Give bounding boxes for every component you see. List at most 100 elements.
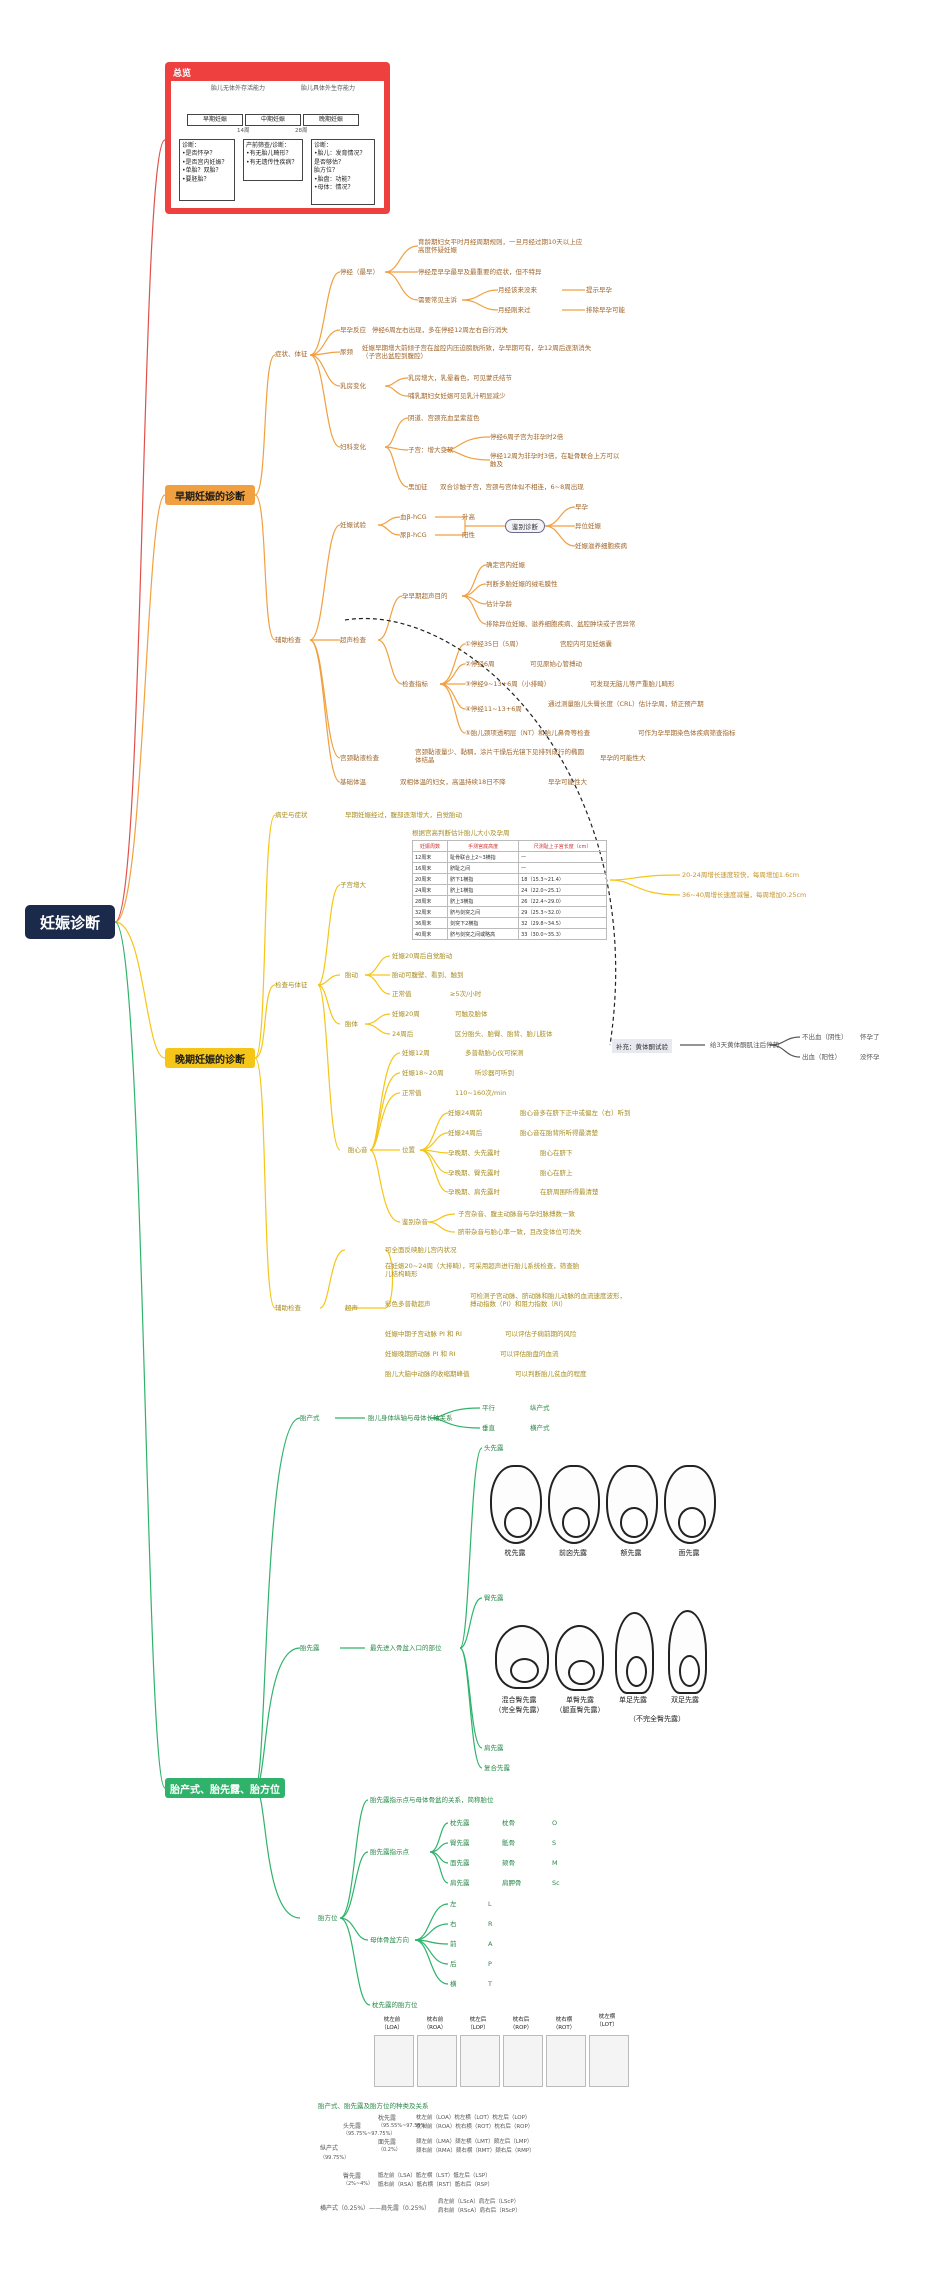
node-doppler-r1[interactable]: 可以评估子痫前期的风险 [505,1330,577,1338]
node-loc-r2[interactable]: 胎心音在胎背所听得最清楚 [520,1129,598,1137]
node-uterus-1[interactable]: 停经6周子宫为非孕时2倍 [490,433,564,441]
node-loc-r4[interactable]: 胎心在脐上 [540,1169,573,1177]
node-fhr-2[interactable]: 妊娠18~20周 [402,1069,444,1077]
node-noise-1[interactable]: 子宫杂音、腹主动脉音与孕妇脉搏数一致 [458,1210,575,1218]
node-us-l-5[interactable]: 妊娠晚期脐动脉 PI 和 RI [385,1350,456,1358]
node-presentation[interactable]: 胎先露 [300,1644,320,1652]
node-body-1[interactable]: 妊娠20周 [392,1010,420,1018]
node-fetal-lie[interactable]: 胎产式 [300,1414,320,1422]
node-noise-2[interactable]: 脐带杂音与胎心率一致，且改变体位可消失 [458,1228,582,1236]
node-code-4[interactable]: Sc [552,1879,560,1887]
node-history-desc[interactable]: 早期妊娠经过，腹部逐渐增大，自觉胎动 [345,811,462,819]
node-fetal-position[interactable]: 胎方位 [318,1914,338,1922]
node-body-2[interactable]: 24周后 [392,1030,414,1038]
node-hcg-up[interactable]: 升高 [462,513,475,521]
node-code-3[interactable]: M [552,1859,558,1867]
node-gyn-3[interactable]: 黑加征 [408,483,428,491]
node-diff-2[interactable]: 异位妊娠 [575,522,601,530]
node-us-p-2[interactable]: 判断多胎妊娠的绒毛膜性 [486,580,558,588]
node-breech[interactable]: 臀先露 [484,1594,504,1602]
branch-early-diagnosis[interactable]: 早期妊娠的诊断 [165,485,255,505]
node-loc-5[interactable]: 孕晚期、肩先露时 [448,1188,500,1196]
node-code-1[interactable]: O [552,1819,558,1827]
node-body-res-1[interactable]: 可触及胎体 [455,1010,488,1018]
node-pelvis[interactable]: 母体骨盆方向 [370,1936,409,1944]
node-us-r-1[interactable]: 宫腔内可见妊娠囊 [560,640,612,648]
branch-fetal-position[interactable]: 胎产式、胎先露、胎方位 [165,1778,285,1798]
node-bone-2[interactable]: 骶骨 [502,1839,515,1847]
node-us-l-3[interactable]: 彩色多普勒超声 [385,1300,431,1308]
node-loc-4[interactable]: 孕晚期、臀先露时 [448,1169,500,1177]
node-pelvis-5[interactable]: 横 [450,1980,457,1988]
node-us-s-2[interactable]: ②停经6周 [465,660,495,668]
node-urine[interactable]: 尿频 [340,348,353,356]
node-point-3[interactable]: 面先露 [450,1859,470,1867]
node-hcg-pos[interactable]: 阳性 [462,531,475,539]
node-us-p-3[interactable]: 估计孕龄 [486,600,512,608]
node-fhr-1[interactable]: 妊娠12周 [402,1049,430,1057]
node-doppler-r2[interactable]: 可以评估胎盘的血流 [500,1350,559,1358]
node-fhr-4[interactable]: 位置 [402,1146,415,1154]
node-doppler-r3[interactable]: 可以判断胎儿贫血的程度 [515,1370,587,1378]
node-lie-res-1[interactable]: 纵产式 [530,1404,550,1412]
summary-panel[interactable]: 总览 胎儿无体外存活能力 胎儿具体外生存能力 早期妊娠 中期妊娠 晚期妊娠 14… [165,62,390,214]
node-fhr-5[interactable]: 鉴别杂音 [402,1218,428,1226]
node-diff-1[interactable]: 早孕 [575,503,588,511]
node-urine-hcg[interactable]: 尿β-hCG [400,531,427,539]
node-bbt-res[interactable]: 早孕可能性大 [548,778,587,786]
node-loc-2[interactable]: 妊娠24周后 [448,1129,483,1137]
node-us-r-3[interactable]: 可发现无脑儿等严重胎儿畸形 [590,680,675,688]
node-amen-sub-1[interactable]: 月经该来没来 [498,286,537,294]
node-hegar[interactable]: 双合诊触子宫，宫颈与宫体似不相连，6~8周出现 [440,483,584,491]
node-loc-3[interactable]: 孕晚期、头先露时 [448,1149,500,1157]
node-amen-1[interactable]: 育龄期妇女平时月经周期规则，一旦月经过期10天以上应高度怀疑妊娠 [418,238,583,255]
node-fetal-body[interactable]: 胎体 [345,1020,358,1028]
node-fundus[interactable]: 子宫增大 [340,881,366,889]
node-bone-3[interactable]: 颏骨 [502,1859,515,1867]
node-pos-def[interactable]: 胎先露指示点与母体骨盆的关系，简称胎位 [370,1796,494,1804]
node-pelvis-1[interactable]: 左 [450,1900,457,1908]
node-cervical-res[interactable]: 早孕的可能性大 [600,754,646,762]
node-us-s-5[interactable]: ⑤胎儿颈项透明层（NT）和胎儿鼻骨等检查 [465,729,591,737]
node-pcode-2[interactable]: R [488,1920,493,1928]
node-bone-4[interactable]: 肩胛骨 [502,1879,522,1887]
node-us-r-5[interactable]: 可作为孕早期染色体疾病筛查指标 [638,729,736,737]
branch-late-diagnosis[interactable]: 晚期妊娠的诊断 [165,1048,255,1068]
node-fundus-r2[interactable]: 36~40周增长速度减慢，每周增加0.25cm [682,891,807,899]
node-us-s-1[interactable]: ①停经35日（5周） [465,640,523,648]
node-shoulder[interactable]: 肩先露 [484,1744,504,1752]
node-gyn[interactable]: 妇科变化 [340,443,366,451]
node-point[interactable]: 胎先露指示点 [370,1848,409,1856]
node-us-l-4[interactable]: 妊娠中期子宫动脉 PI 和 RI [385,1330,462,1338]
node-us-p-4[interactable]: 排除异位妊娠、滋养细胞疾病、盆腔肿块或子宫异常 [486,620,636,628]
node-prog-desc[interactable]: 给3天黄体酮肌注后停药 [710,1041,780,1049]
node-nausea[interactable]: 早孕反应 [340,326,366,334]
node-lie-2[interactable]: 垂直 [482,1424,495,1432]
node-prog-neg[interactable]: 不出血（阴性） [802,1033,848,1041]
node-fhr-r2[interactable]: 听诊器可听到 [475,1069,514,1077]
node-pcode-1[interactable]: L [488,1900,492,1908]
node-bbt[interactable]: 基础体温 [340,778,366,786]
node-fm-value[interactable]: ≥5次/小时 [450,990,482,998]
node-pelvis-4[interactable]: 后 [450,1960,457,1968]
node-fhr-r3[interactable]: 110~160次/min [455,1089,507,1097]
node-lie-res-2[interactable]: 横产式 [530,1424,550,1432]
node-gyn-2[interactable]: 子宫：增大变软 [408,446,454,454]
node-bbt-desc[interactable]: 双相体温的妇女，高温持续18日不降 [400,778,506,786]
node-loc-r3[interactable]: 胎心在脐下 [540,1149,573,1157]
node-amen-res-1[interactable]: 提示早孕 [586,286,612,294]
node-us-r-4[interactable]: 通过测量胎儿头臀长度（CRL）估计孕周，矫正预产期 [548,700,704,708]
node-fm-2[interactable]: 胎动可腹壁、看到、触到 [392,971,464,979]
node-us-s-3[interactable]: ③停经9~13+6周（小排畸） [465,680,551,688]
node-breast-2[interactable]: 哺乳期妇女妊娠可见乳汁明显减少 [408,392,506,400]
node-amenorrhea[interactable]: 停经（最早） [340,268,379,276]
node-code-2[interactable]: S [552,1839,557,1847]
node-pelvis-3[interactable]: 前 [450,1940,457,1948]
node-prog-neg-res[interactable]: 怀孕了 [860,1033,880,1041]
node-occ-title[interactable]: 枕先露的胎方位 [372,2001,418,2009]
node-loc-r1[interactable]: 胎心音多在脐下正中或偏左（右）听到 [520,1109,631,1117]
node-body-res-2[interactable]: 区分胎头、胎臀、胎背、胎儿肢体 [455,1030,553,1038]
node-us-p-1[interactable]: 确定宫内妊娠 [486,561,525,569]
node-blood-hcg[interactable]: 血β-hCG [400,513,427,521]
node-diff-3[interactable]: 妊娠滋养细胞疾病 [575,542,627,550]
